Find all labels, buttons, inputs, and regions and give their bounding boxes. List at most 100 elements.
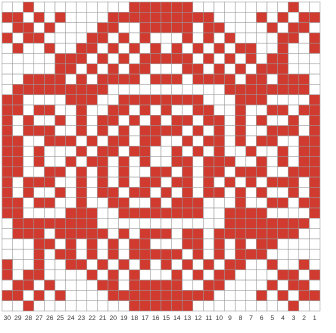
filled-stitch — [119, 157, 130, 167]
empty-stitch — [278, 95, 289, 105]
empty-stitch — [256, 33, 267, 43]
filled-stitch — [256, 74, 267, 84]
empty-stitch — [161, 177, 172, 187]
empty-stitch — [309, 2, 320, 12]
empty-stitch — [225, 64, 236, 74]
filled-stitch — [172, 23, 183, 33]
filled-stitch — [214, 239, 225, 249]
empty-stitch — [66, 105, 77, 115]
empty-stitch — [13, 270, 24, 280]
empty-stitch — [129, 218, 140, 228]
filled-stitch — [13, 84, 24, 94]
empty-stitch — [129, 23, 140, 33]
column-label: 27 — [35, 315, 43, 322]
empty-stitch — [161, 84, 172, 94]
filled-stitch — [172, 301, 183, 311]
filled-stitch — [161, 229, 172, 239]
filled-stitch — [278, 157, 289, 167]
filled-stitch — [256, 95, 267, 105]
empty-stitch — [13, 187, 24, 197]
empty-stitch — [246, 187, 257, 197]
filled-stitch — [299, 198, 310, 208]
filled-stitch — [193, 290, 204, 300]
empty-stitch — [34, 43, 45, 53]
empty-stitch — [140, 270, 151, 280]
empty-stitch — [87, 12, 98, 22]
empty-stitch — [203, 270, 214, 280]
filled-stitch — [299, 136, 310, 146]
empty-stitch — [203, 95, 214, 105]
filled-stitch — [288, 74, 299, 84]
filled-stitch — [235, 229, 246, 239]
filled-stitch — [23, 74, 34, 84]
filled-stitch — [225, 33, 236, 43]
empty-stitch — [267, 74, 278, 84]
empty-stitch — [246, 239, 257, 249]
filled-stitch — [55, 167, 66, 177]
filled-stitch — [34, 290, 45, 300]
filled-stitch — [267, 177, 278, 187]
filled-stitch — [256, 218, 267, 228]
empty-stitch — [256, 270, 267, 280]
empty-stitch — [246, 280, 257, 290]
empty-stitch — [256, 105, 267, 115]
empty-stitch — [34, 54, 45, 64]
filled-stitch — [256, 64, 267, 74]
filled-stitch — [288, 280, 299, 290]
empty-stitch — [44, 64, 55, 74]
empty-stitch — [203, 229, 214, 239]
filled-stitch — [108, 198, 119, 208]
empty-stitch — [44, 157, 55, 167]
filled-stitch — [235, 84, 246, 94]
filled-stitch — [161, 167, 172, 177]
filled-stitch — [278, 146, 289, 156]
empty-stitch — [172, 136, 183, 146]
empty-stitch — [267, 2, 278, 12]
column-label: 13 — [184, 315, 192, 322]
filled-stitch — [172, 208, 183, 218]
filled-stitch — [288, 301, 299, 311]
empty-stitch — [76, 157, 87, 167]
filled-stitch — [193, 105, 204, 115]
filled-stitch — [66, 157, 77, 167]
empty-stitch — [108, 54, 119, 64]
empty-stitch — [214, 33, 225, 43]
empty-stitch — [44, 208, 55, 218]
empty-stitch — [246, 136, 257, 146]
empty-stitch — [66, 12, 77, 22]
empty-stitch — [309, 249, 320, 259]
filled-stitch — [278, 105, 289, 115]
empty-stitch — [256, 23, 267, 33]
filled-stitch — [108, 115, 119, 125]
empty-stitch — [97, 270, 108, 280]
empty-stitch — [97, 43, 108, 53]
filled-stitch — [23, 280, 34, 290]
filled-stitch — [225, 260, 236, 270]
filled-stitch — [55, 74, 66, 84]
empty-stitch — [140, 74, 151, 84]
filled-stitch — [172, 12, 183, 22]
filled-stitch — [193, 146, 204, 156]
empty-stitch — [34, 280, 45, 290]
filled-stitch — [140, 95, 151, 105]
filled-stitch — [161, 2, 172, 12]
empty-stitch — [129, 33, 140, 43]
filled-stitch — [34, 126, 45, 136]
filled-stitch — [246, 74, 257, 84]
filled-stitch — [140, 54, 151, 64]
empty-stitch — [129, 260, 140, 270]
empty-stitch — [256, 54, 267, 64]
filled-stitch — [267, 218, 278, 228]
empty-stitch — [278, 2, 289, 12]
filled-stitch — [225, 229, 236, 239]
empty-stitch — [278, 187, 289, 197]
filled-stitch — [119, 198, 130, 208]
filled-stitch — [150, 229, 161, 239]
column-label: 20 — [110, 315, 118, 322]
empty-stitch — [66, 43, 77, 53]
empty-stitch — [119, 280, 130, 290]
filled-stitch — [299, 260, 310, 270]
empty-stitch — [172, 33, 183, 43]
empty-stitch — [161, 218, 172, 228]
filled-stitch — [129, 74, 140, 84]
